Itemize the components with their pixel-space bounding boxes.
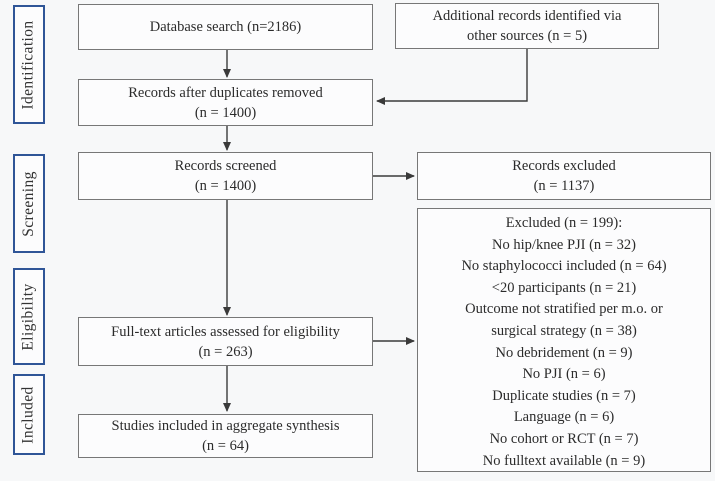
exclusion-header: Excluded (n = 199): — [505, 215, 623, 231]
box-exclusion-reasons: Excluded (n = 199): No hip/knee PJI (n =… — [417, 208, 711, 472]
stage-label-screening: Screening — [13, 154, 45, 253]
exclusion-item: No fulltext available (n = 9) — [482, 452, 646, 469]
box-count: (n = 1400) — [194, 104, 257, 121]
box-label: Records excluded — [512, 158, 616, 174]
stage-label-text: Screening — [20, 170, 38, 237]
box-label: Studies included in aggregate synthesis — [111, 418, 340, 434]
box-count: (n = 1137) — [533, 178, 595, 194]
box-database-search: Database search (n=2186) — [78, 4, 373, 50]
exclusion-item: Language (n = 6) — [513, 409, 615, 426]
stage-label-identification: Identification — [13, 5, 45, 124]
box-count: (n = 64) — [202, 438, 249, 454]
box-label: Full-text articles assessed for eligibil… — [111, 323, 340, 340]
exclusion-item: No debridement (n = 9) — [495, 344, 633, 361]
box-label: Records screened — [174, 158, 277, 174]
exclusion-item: No PJI (n = 6) — [522, 366, 606, 383]
box-count: (n = 1400) — [194, 178, 257, 194]
exclusion-item: No cohort or RCT (n = 7) — [489, 430, 639, 447]
box-text: Database search (n=2186) — [149, 19, 302, 35]
exclusion-item: Outcome not stratified per m.o. or surgi… — [465, 301, 663, 339]
exclusion-item: Duplicate studies (n = 7) — [492, 387, 636, 404]
box-records-screened: Records screened (n = 1400) — [78, 152, 373, 200]
box-text: Additional records identified via other … — [432, 8, 622, 44]
box-records-excluded: Records excluded (n = 1137) — [417, 152, 711, 200]
arrow-additional-to-duplicates — [376, 49, 528, 105]
exclusion-item: <20 participants (n = 21) — [491, 279, 637, 296]
box-label: Records after duplicates removed — [128, 84, 323, 101]
stage-label-text: Eligibility — [20, 282, 38, 351]
stage-label-included: Included — [13, 374, 45, 455]
exclusion-item: No staphylococci included (n = 64) — [461, 258, 667, 275]
box-studies-included: Studies included in aggregate synthesis … — [78, 414, 373, 458]
stage-label-text: Identification — [20, 19, 38, 110]
box-count: (n = 263) — [198, 343, 253, 360]
box-fulltext-assessed: Full-text articles assessed for eligibil… — [78, 317, 373, 366]
exclusion-item: No hip/knee PJI (n = 32) — [492, 236, 636, 253]
box-additional-records: Additional records identified via other … — [395, 3, 659, 49]
stage-label-eligibility: Eligibility — [13, 268, 45, 365]
stage-label-text: Included — [20, 385, 37, 444]
box-duplicates-removed: Records after duplicates removed (n = 14… — [78, 79, 373, 126]
